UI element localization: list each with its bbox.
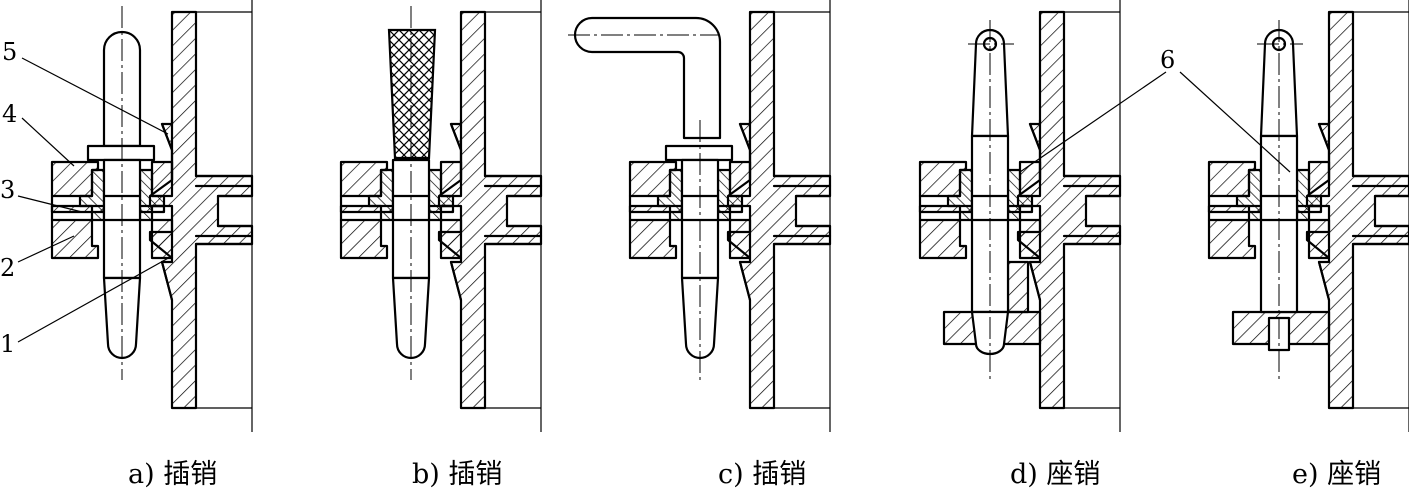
part-label-1: 1: [0, 330, 16, 358]
panel-e: [1207, 0, 1409, 434]
panel-c: [568, 0, 832, 434]
part-label-6: 6: [1160, 46, 1176, 74]
caption-e: e) 座销: [1292, 459, 1382, 490]
caption-b: b) 插销: [412, 459, 503, 490]
panel-a: [50, 0, 254, 434]
caption-c: c) 插销: [718, 459, 807, 490]
caption-a: a) 插销: [128, 459, 218, 490]
part-label-2: 2: [0, 254, 16, 282]
caption-d: d) 座销: [1010, 459, 1101, 490]
part-label-5: 5: [2, 38, 18, 66]
panel-b: [339, 0, 543, 434]
panel-d: [918, 0, 1122, 434]
part-label-3: 3: [0, 176, 16, 204]
leader-lines: [17, 57, 1291, 343]
part-label-4: 4: [2, 100, 18, 128]
